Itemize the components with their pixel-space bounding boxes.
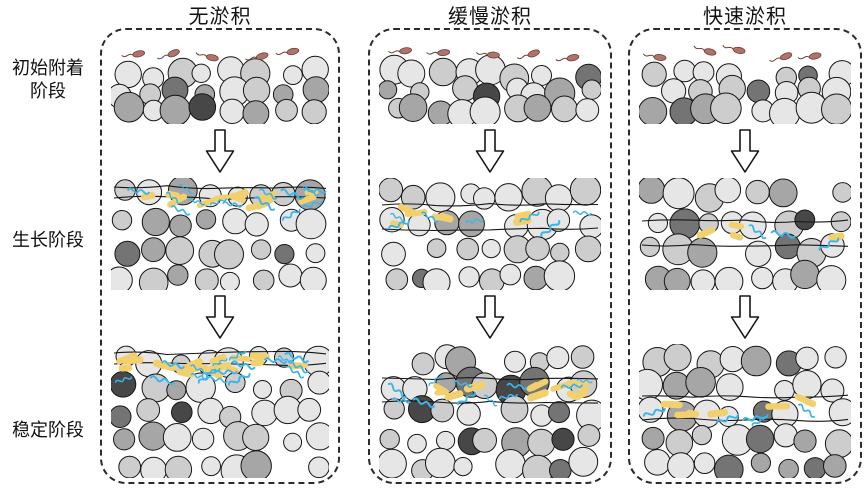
down-arrow-icon xyxy=(205,295,235,339)
column-title-slow-sedimentation: 缓慢淤积 xyxy=(448,6,532,28)
panel-fast-initial xyxy=(639,44,851,124)
row-label-stable-stage: 稳定阶段 xyxy=(12,420,84,440)
down-arrow-icon xyxy=(205,129,235,173)
panel-none-growth xyxy=(111,178,327,290)
column-title-no-sedimentation: 无淤积 xyxy=(188,6,252,28)
panel-none-initial xyxy=(111,47,329,124)
panel-fast-stable xyxy=(639,344,851,478)
column-slow-sedimentation: 缓慢淤积 xyxy=(368,0,612,484)
down-arrow-icon xyxy=(730,129,760,173)
panel-fast-growth xyxy=(639,178,851,290)
column-border-rapid-sedimentation xyxy=(628,28,862,484)
down-arrow-icon xyxy=(730,295,760,339)
row-label-initial-attachment: 初始附着阶段 xyxy=(12,58,84,102)
panel-none-stable xyxy=(111,345,329,478)
row-label-growth-stage: 生长阶段 xyxy=(12,230,84,250)
down-arrow-icon xyxy=(475,295,505,339)
panel-slow-initial xyxy=(379,47,601,124)
column-border-no-sedimentation xyxy=(100,28,340,484)
column-rapid-sedimentation: 快速淤积 xyxy=(628,0,862,484)
panel-slow-growth xyxy=(379,178,601,290)
panel-slow-stable xyxy=(379,344,601,478)
column-border-slow-sedimentation xyxy=(368,28,612,484)
down-arrow-icon xyxy=(475,129,505,173)
column-no-sedimentation: 无淤积 xyxy=(100,0,340,484)
column-title-rapid-sedimentation: 快速淤积 xyxy=(703,6,787,28)
